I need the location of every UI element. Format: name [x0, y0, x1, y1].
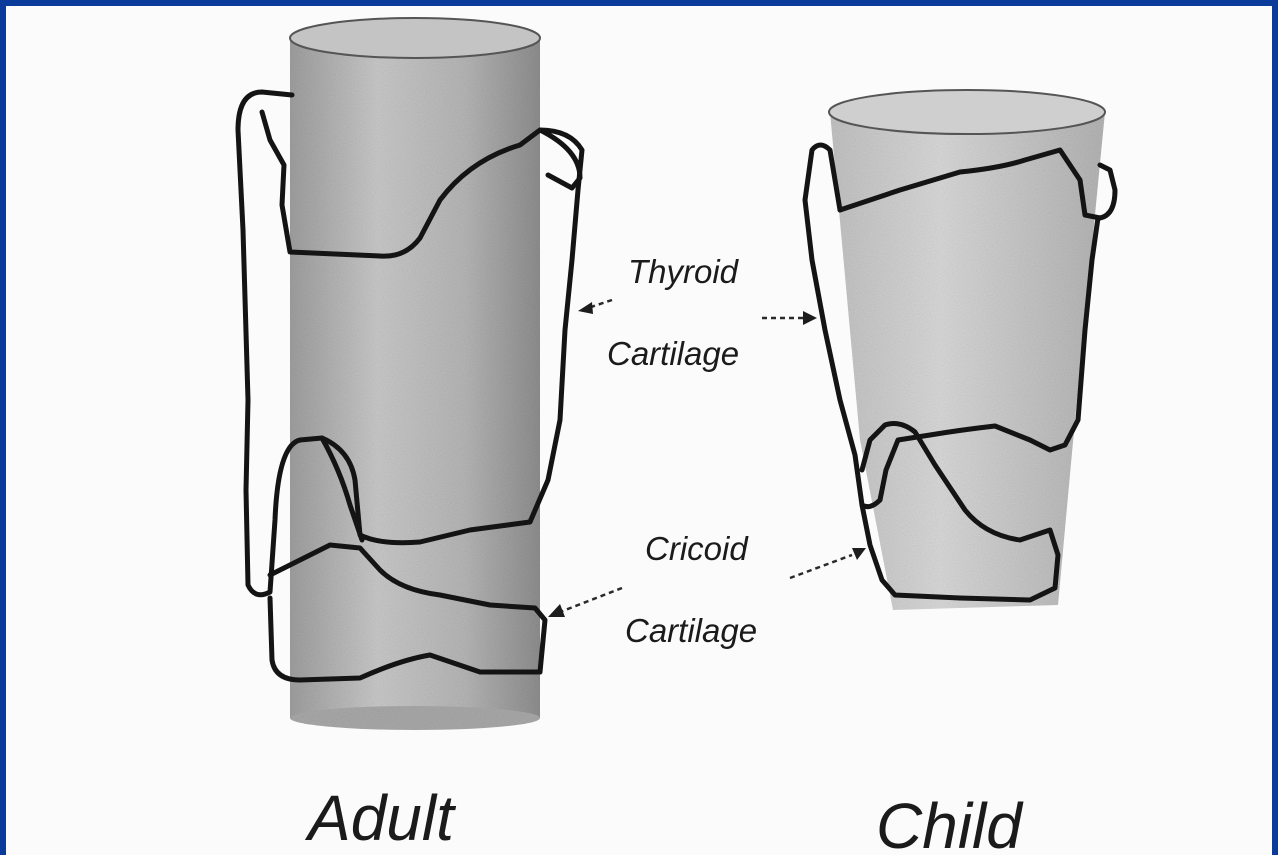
- thyroid-arrows: [578, 300, 817, 325]
- child-caption: Child: [876, 790, 1024, 855]
- cricoid-arrow-to-adult: [560, 588, 622, 612]
- adult-caption: Adult: [304, 782, 456, 854]
- cricoid-arrowhead-adult: [548, 604, 565, 617]
- thyroid-arrowhead-child: [803, 311, 817, 325]
- cricoid-arrowhead-child: [852, 548, 866, 560]
- cricoid-label-line1: Cricoid: [645, 530, 749, 567]
- cricoid-label-line2: Cartilage: [625, 612, 757, 649]
- adult-trachea-tube: [290, 38, 540, 730]
- slide-canvas: Thyroid Cartilage Cricoid Cartilage Adul…: [6, 6, 1272, 855]
- thyroid-label-line2: Cartilage: [607, 335, 739, 372]
- child-larynx-illustration: [805, 90, 1115, 610]
- larynx-comparison-diagram: Thyroid Cartilage Cricoid Cartilage Adul…: [6, 6, 1272, 855]
- adult-tube-top-rim: [290, 18, 540, 58]
- cricoid-arrow-to-child: [790, 555, 852, 578]
- thyroid-arrowhead-adult: [578, 302, 593, 314]
- thyroid-label-line1: Thyroid: [628, 253, 740, 290]
- child-trachea-tube: [830, 112, 1105, 610]
- child-tube-top-rim: [829, 90, 1105, 134]
- adult-larynx-illustration: [238, 18, 582, 730]
